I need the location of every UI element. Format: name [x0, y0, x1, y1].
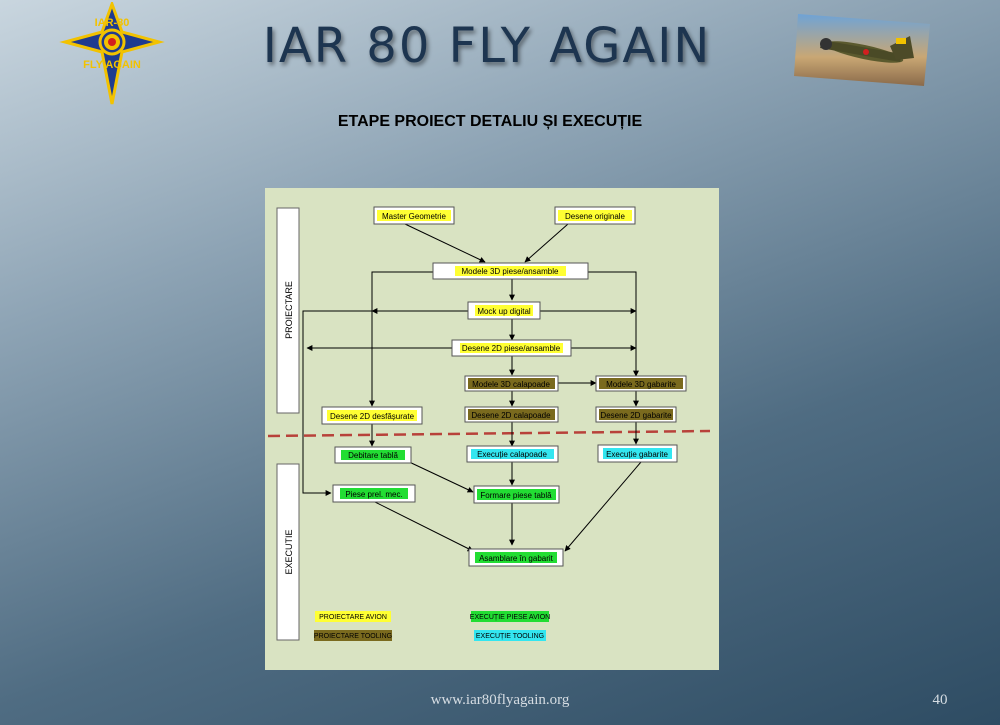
node-mock-up: Mock up digital — [467, 301, 541, 320]
phase-executie — [276, 463, 300, 641]
plane-image — [794, 14, 930, 86]
phase-divider — [267, 429, 711, 438]
legend-executie-piese-avion: EXECUȚIE PIESE AVION — [470, 611, 550, 622]
diagram-subtitle: ETAPE PROIECT DETALIU ȘI EXECUȚIE — [337, 113, 643, 130]
svg-text:Desene 2D piese/ansamble: Desene 2D piese/ansamble — [462, 344, 561, 353]
legend-proiectare-avion: PROIECTARE AVION — [315, 611, 391, 622]
svg-text:Asamblare în gabarit: Asamblare în gabarit — [479, 554, 554, 563]
node-desene-2d: Desene 2D piese/ansamble — [451, 339, 572, 357]
svg-text:Debitare tablă: Debitare tablă — [348, 451, 398, 460]
node-master-geometrie: Master Geometrie — [373, 206, 455, 225]
node-asamblare-gabarit: Asamblare în gabarit — [468, 548, 564, 567]
node-executie-calapoade: Execuție calapoade — [466, 445, 559, 463]
svg-text:Modele 3D piese/ansamble: Modele 3D piese/ansamble — [462, 267, 559, 276]
svg-text:PROIECTARE TOOLING: PROIECTARE TOOLING — [314, 633, 392, 640]
legend-proiectare-tooling: PROIECTARE TOOLING — [314, 630, 392, 641]
node-desene-2d-desfasurate: Desene 2D desfășurate — [321, 406, 423, 425]
svg-text:Desene 2D gabarite: Desene 2D gabarite — [600, 411, 672, 420]
node-executie-gabarite: Execuție gabarite — [597, 444, 678, 463]
footer-url: www.iar80flyagain.org — [430, 692, 570, 708]
svg-text:PROIECTARE AVION: PROIECTARE AVION — [319, 614, 387, 621]
node-formare-piese-tabla: Formare piese tablă — [473, 485, 560, 504]
node-piese-prel-mec: Piese prel. mec. — [332, 484, 416, 503]
node-debitare-tabla: Debitare tablă — [334, 446, 412, 464]
svg-text:Piese prel. mec.: Piese prel. mec. — [345, 490, 402, 499]
svg-text:Modele 3D calapoade: Modele 3D calapoade — [472, 380, 550, 389]
svg-text:Execuție calapoade: Execuție calapoade — [477, 450, 547, 459]
node-modele-3d-calapoade: Modele 3D calapoade — [464, 375, 559, 392]
iar80-logo: IAR-80 FLY AGAIN — [59, 2, 165, 105]
svg-text:Master Geometrie: Master Geometrie — [382, 212, 447, 221]
svg-text:Desene 2D calapoade: Desene 2D calapoade — [471, 411, 551, 420]
phase-executie-label: EXECUTIE — [284, 529, 294, 574]
svg-text:Desene 2D desfășurate: Desene 2D desfășurate — [330, 412, 415, 421]
page-number: 40 — [932, 692, 948, 708]
logo-text-top: IAR-80 — [95, 17, 130, 29]
logo-text-bottom: FLY AGAIN — [83, 59, 141, 71]
svg-text:Desene originale: Desene originale — [565, 212, 626, 221]
svg-text:Execuție gabarite: Execuție gabarite — [606, 450, 668, 459]
node-modele-3d-gabarite: Modele 3D gabarite — [595, 375, 687, 392]
legend-executie-tooling: EXECUȚIE TOOLING — [474, 630, 546, 641]
process-flowchart: PROIECTARE EXECUTIE Master Geom — [265, 188, 719, 670]
phase-proiectare — [276, 207, 300, 414]
node-desene-2d-gabarite: Desene 2D gabarite — [595, 406, 677, 423]
svg-text:Modele 3D gabarite: Modele 3D gabarite — [606, 380, 676, 389]
svg-text:EXECUȚIE TOOLING: EXECUȚIE TOOLING — [476, 633, 544, 640]
node-desene-2d-calapoade: Desene 2D calapoade — [464, 406, 559, 423]
svg-text:Mock up digital: Mock up digital — [477, 307, 531, 316]
svg-text:EXECUȚIE PIESE AVION: EXECUȚIE PIESE AVION — [470, 614, 550, 621]
phase-proiectare-label: PROIECTARE — [284, 281, 294, 339]
node-modele-3d: Modele 3D piese/ansamble — [432, 262, 589, 280]
page-title: IAR 80 FLY AGAIN — [262, 18, 712, 74]
svg-text:Formare piese tablă: Formare piese tablă — [480, 491, 552, 500]
node-desene-originale: Desene originale — [554, 206, 636, 225]
